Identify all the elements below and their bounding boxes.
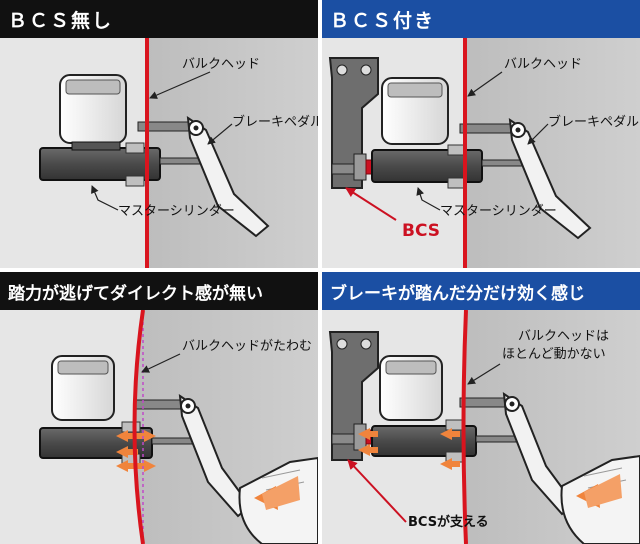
panel-title: ブレーキが踏んだ分だけ効く感じ bbox=[330, 283, 585, 304]
bulkhead-label-line2: ほとんど動かない bbox=[502, 347, 606, 362]
panel-no-bcs: ＢＣＳ無し バルクヘッド ブレーキペダル マスターシリンダー bbox=[0, 0, 318, 268]
panel-title: 踏力が逃げてダイレクト感が無い bbox=[8, 283, 263, 304]
panel-header: ブレーキが踏んだ分だけ効く感じ bbox=[322, 272, 640, 310]
diagram-bcs-supports: バルクヘッドは ほとんど動かない BCSが支える bbox=[328, 310, 640, 544]
force-arrows bbox=[358, 428, 460, 470]
panel-with-bcs: ＢＣＳ付き バルクヘッド bbox=[322, 0, 640, 268]
master-cylinder bbox=[39, 74, 203, 187]
push-arrow bbox=[576, 474, 622, 508]
push-arrow bbox=[254, 476, 300, 510]
panel-header: ＢＣＳ無し bbox=[0, 0, 318, 38]
panel-title: ＢＣＳ付き bbox=[330, 9, 436, 32]
master-leader bbox=[91, 185, 119, 211]
engine-side-shade bbox=[147, 38, 318, 268]
pedal-label: ブレーキペダル bbox=[232, 114, 318, 130]
bcs-leader bbox=[345, 187, 397, 221]
master-cylinder-label: マスターシリンダー bbox=[118, 204, 235, 219]
engine-side-shade bbox=[465, 38, 640, 268]
panel-title: ＢＣＳ無し bbox=[8, 9, 114, 32]
panel-bulkhead-flex: 踏力が逃げてダイレクト感が無い bbox=[0, 272, 318, 544]
bulkhead-label: バルクヘッド bbox=[504, 57, 582, 72]
bcs-leader bbox=[347, 459, 407, 523]
bulkhead-line-bent bbox=[132, 310, 145, 544]
master-cylinder bbox=[39, 355, 193, 465]
bcs-label: BCS bbox=[402, 221, 440, 241]
bulkhead-label-line1: バルクヘッドは bbox=[518, 329, 609, 344]
pedal-leader bbox=[527, 123, 549, 145]
pedal-label: ブレーキペダル bbox=[548, 114, 639, 130]
master-cylinder bbox=[371, 77, 525, 189]
diagram-no-bcs: バルクヘッド ブレーキペダル マスターシリンダー bbox=[39, 38, 318, 268]
bcs-supports-label: BCSが支える bbox=[408, 514, 489, 530]
bulkhead-label: バルクヘッド bbox=[182, 57, 260, 72]
bulkhead-flex-label: バルクヘッドがたわむ bbox=[182, 339, 312, 354]
bulkhead-leader bbox=[149, 71, 211, 99]
pedal-leader bbox=[207, 123, 233, 145]
bulkhead-leader bbox=[141, 353, 181, 373]
diagram-bulkhead-flex: バルクヘッドがたわむ bbox=[39, 310, 318, 544]
bulkhead-leader bbox=[467, 363, 501, 385]
master-cylinder-label: マスターシリンダー bbox=[440, 204, 557, 219]
diagram-with-bcs: バルクヘッド ブレーキペダル マスターシリンダー BCS bbox=[328, 38, 640, 268]
panel-bcs-supports: ブレーキが踏んだ分だけ効く感じ bbox=[322, 272, 640, 544]
panel-header: 踏力が逃げてダイレクト感が無い bbox=[0, 272, 318, 310]
bulkhead-line bbox=[461, 310, 468, 544]
master-leader bbox=[416, 187, 441, 211]
bulkhead-leader bbox=[467, 71, 503, 97]
panel-header: ＢＣＳ付き bbox=[322, 0, 640, 38]
bcs-bracket bbox=[328, 57, 379, 189]
bcs-bracket bbox=[328, 331, 379, 461]
